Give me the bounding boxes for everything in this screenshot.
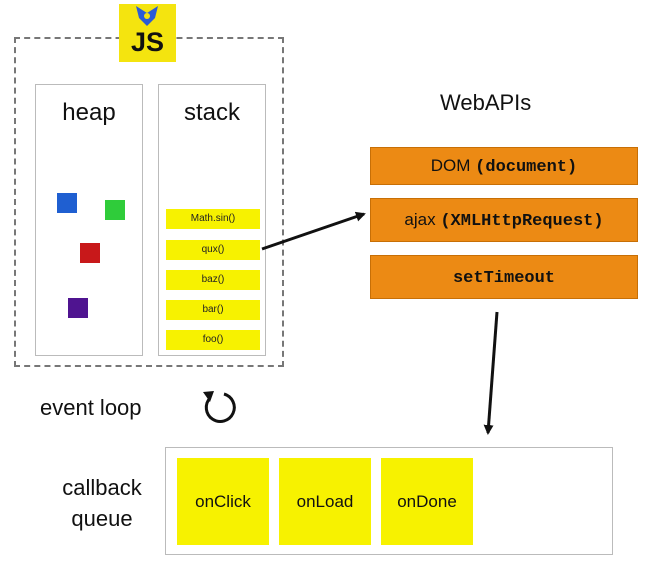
stack-frame: baz() <box>166 270 260 290</box>
webapi-code: (document) <box>475 158 578 177</box>
webapi-to-queue-arrow <box>483 311 499 435</box>
webapi-item-settimeout: setTimeout <box>370 255 638 299</box>
event-loop-icon <box>203 391 236 423</box>
js-logo: JS <box>119 4 176 62</box>
stack-to-webapi-arrow <box>261 211 366 251</box>
logo-text: JS <box>130 27 165 57</box>
webapi-item-ajax: ajax (XMLHttpRequest) <box>370 198 638 242</box>
callback-item: onClick <box>177 458 269 545</box>
webapi-code: setTimeout <box>452 269 556 288</box>
heap-object <box>57 193 77 213</box>
stack-frame: foo() <box>166 330 260 350</box>
webapis-title: WebAPIs <box>440 90 532 115</box>
stack-frame: Math.sin() <box>166 209 260 229</box>
stack-frame: qux() <box>166 240 260 260</box>
heap-object <box>68 298 88 318</box>
js-shield-icon <box>136 6 158 26</box>
webapi-item-dom: DOM (document) <box>370 147 638 185</box>
heap-panel: heap <box>35 84 143 356</box>
webapi-code: (XMLHttpRequest) <box>440 212 604 231</box>
heap-object <box>105 200 125 220</box>
heap-object <box>80 243 100 263</box>
stack-title: stack <box>183 99 240 126</box>
callback-item: onLoad <box>279 458 371 545</box>
webapi-prefix: DOM <box>430 156 476 175</box>
event-loop-label: event loop <box>40 395 142 420</box>
webapi-prefix: ajax <box>404 210 441 229</box>
callback-queue-label: callback queue <box>62 475 142 531</box>
callback-item: onDone <box>381 458 473 545</box>
stack-frame: bar() <box>166 300 260 320</box>
heap-title: heap <box>62 99 116 126</box>
